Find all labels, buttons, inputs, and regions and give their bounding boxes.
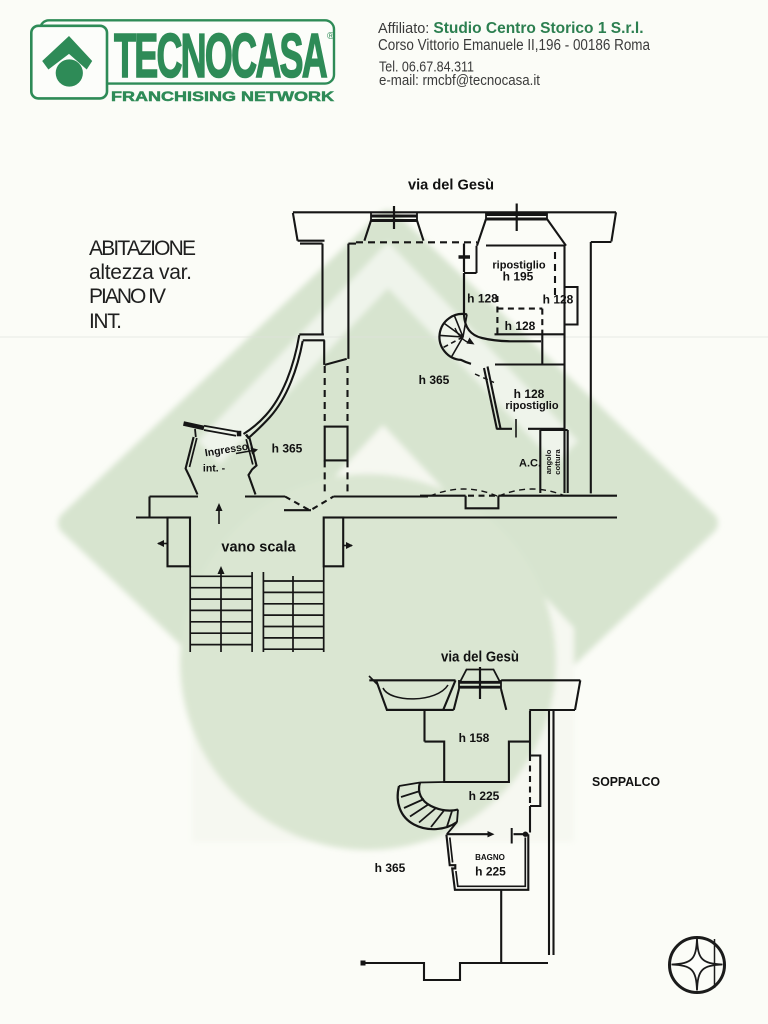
svg-text:h 128: h 128 [514,387,545,401]
svg-text:cottura: cottura [553,448,562,474]
svg-text:h 365: h 365 [272,442,303,456]
svg-text:via del Gesù: via del Gesù [408,178,494,194]
svg-text:h 365: h 365 [419,373,450,387]
svg-text:FRANCHISING NETWORK: FRANCHISING NETWORK [111,89,334,104]
svg-text:ripostiglio: ripostiglio [492,260,545,272]
svg-text:PIANO IV: PIANO IV [89,285,166,308]
svg-text:A.C.: A.C. [519,458,541,470]
svg-text:h 128: h 128 [505,319,536,333]
svg-text:via del Gesù: via del Gesù [441,650,519,666]
svg-text:h 128: h 128 [543,293,574,307]
svg-text:INT.: INT. [89,310,122,333]
svg-text:h 225: h 225 [475,865,506,879]
svg-text:ABITAZIONE: ABITAZIONE [89,237,196,260]
svg-text:h 365: h 365 [375,861,406,875]
svg-text:vano scala: vano scala [221,540,296,556]
svg-text:h 195: h 195 [503,270,534,284]
svg-text:BAGNO: BAGNO [475,853,505,862]
svg-text:SOPPALCO: SOPPALCO [592,774,660,789]
svg-text:Tel. 06.67.84.311: Tel. 06.67.84.311 [379,59,474,76]
svg-text:ripostiglio: ripostiglio [505,400,558,412]
svg-text:angolo: angolo [544,449,553,474]
svg-text:h 158: h 158 [459,731,490,745]
svg-text:®: ® [327,31,335,42]
svg-text:int. -: int. - [203,463,226,475]
svg-text:e-mail: rmcbf@tecnocasa.it: e-mail: rmcbf@tecnocasa.it [379,72,541,89]
svg-text:altezza var.: altezza var. [89,261,192,284]
svg-text:Corso Vittorio Emanuele II,196: Corso Vittorio Emanuele II,196 - 00186 R… [378,37,650,54]
svg-text:Affiliato: Studio Centro Stori: Affiliato: Studio Centro Storico 1 S.r.l… [378,20,644,37]
svg-text:h 128: h 128 [467,292,498,306]
svg-text:h 225: h 225 [469,789,500,803]
svg-text:TECNOCASA: TECNOCASA [114,22,327,91]
